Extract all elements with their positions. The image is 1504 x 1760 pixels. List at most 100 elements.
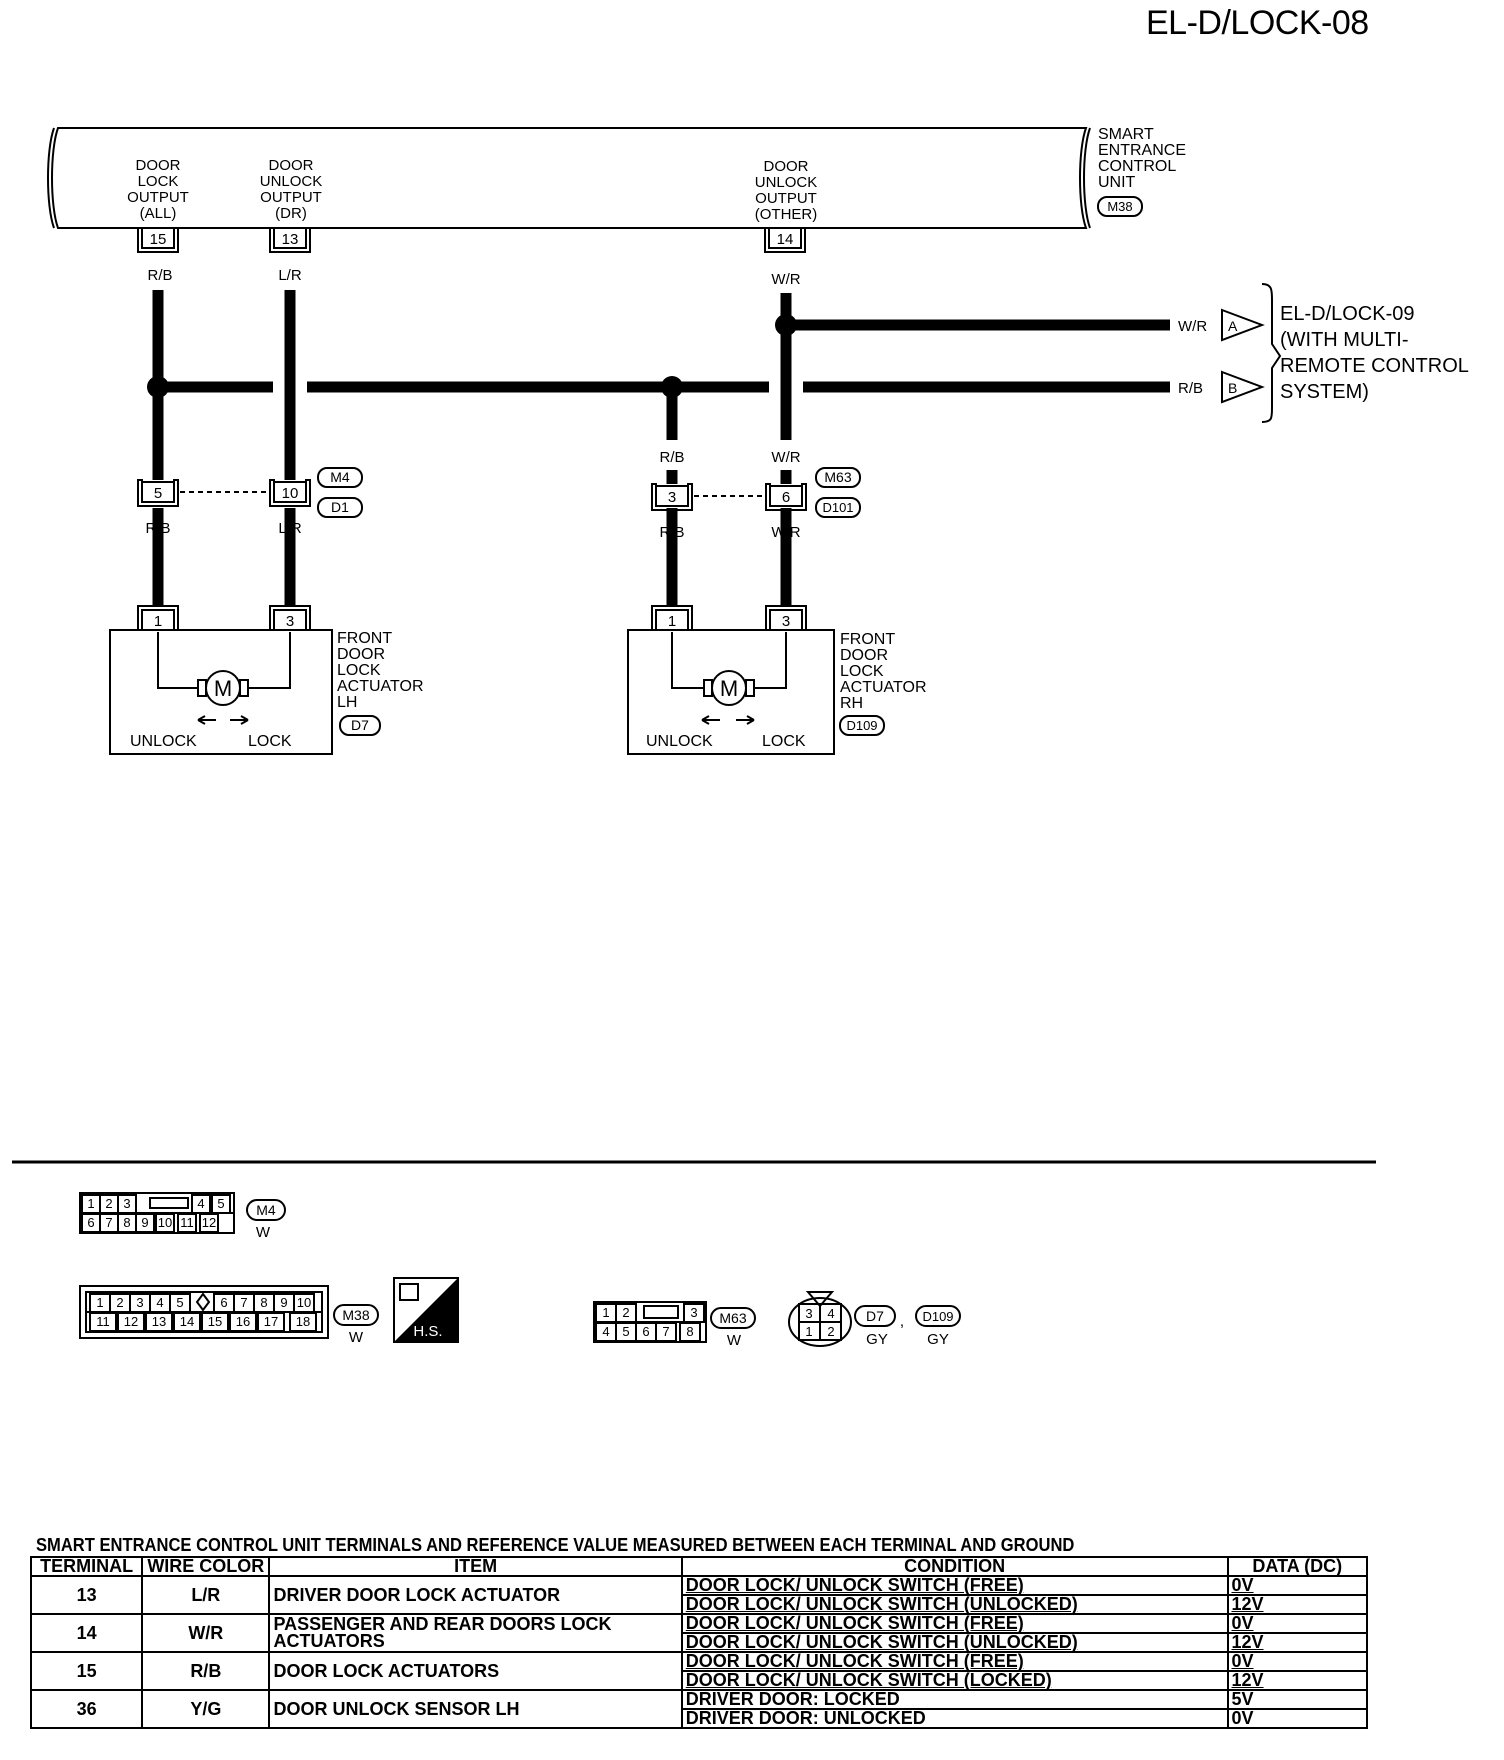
d109-color: GY [927,1331,949,1348]
m4-row1-pin-label: 4 [197,1196,204,1211]
crossref-wire-b: R/B [1178,380,1203,397]
page-title: EL-D/LOCK-08 [1146,4,1369,42]
m4-row2-pin-label: 6 [87,1215,94,1230]
left-joint-pin-b: 10 [282,485,299,502]
out13-label-4: (DR) [275,205,307,222]
m38-row1-pin-label: 4 [156,1295,163,1310]
m4-row1-pin-label: 2 [105,1196,112,1211]
cell-data: 0V [1226,1708,1368,1729]
cell-wire: W/R [141,1613,271,1653]
rh-motor-icon: M [720,676,738,701]
m38-row2-cell [201,1312,229,1332]
hs-icon: H.S. [393,1277,459,1343]
cell-item: DOOR UNLOCK SENSOR LH [268,1689,683,1729]
crossref-arrows: W/R A R/B B EL-D/LOCK-09 (WITH MULTI- RE… [1178,283,1469,423]
m38-row2-pin-label: 17 [264,1314,278,1329]
m63-id: M63 [719,1310,746,1326]
table-row: DOOR LOCK/ UNLOCK SWITCH (UNLOCKED) 12V [31,1632,1368,1653]
m38-color: W [349,1329,364,1346]
m4-row2-pin-label: 12 [202,1215,216,1230]
m38-row2-cell [89,1312,117,1332]
m38-row1-pin-label: 1 [96,1295,103,1310]
right-joint-wire-a-bottom: R/B [659,524,684,541]
cell-data: 0V [1226,1575,1368,1596]
m38-row1-pin-label: 7 [240,1295,247,1310]
cell-item: PASSENGER AND REAR DOORS LOCK ACTUATORS [268,1613,683,1653]
lh-connector-id: D7 [351,717,369,733]
d7-id: D7 [866,1308,884,1324]
out14-label-1: DOOR [764,158,809,175]
cell-data: 5V [1226,1689,1368,1710]
m38-row2-cell [257,1312,285,1332]
m38-row2-cell [173,1312,201,1332]
table-row: 36 Y/G DOOR UNLOCK SENSOR LH DRIVER DOOR… [29,1689,1368,1729]
m38-row2-cell [229,1312,257,1332]
header-item: ITEM [268,1556,683,1577]
d7-separator: , [900,1313,904,1330]
m38-row2-pin-label: 15 [208,1314,222,1329]
d109-id: D109 [922,1309,953,1324]
m4-row2-cell [177,1213,197,1233]
unit-name-3: CONTROL [1098,158,1176,175]
m38-id: M38 [342,1307,369,1323]
out13-label-1: DOOR [269,157,314,174]
m63-row2-cell [655,1322,677,1342]
m38-row1-pin-label: 9 [280,1295,287,1310]
table-row: 14 W/R PASSENGER AND REAR DOORS LOCK ACT… [29,1613,1368,1653]
left-joint-conn-1: M4 [330,469,350,485]
connector-view-d7: 3 4 1 2 D7 , D109 GY GY [788,1291,961,1348]
m63-row1-pin-label: 1 [602,1305,609,1320]
m63-row1-pin-label: 2 [622,1305,629,1320]
d7-pin-3: 3 [805,1306,812,1321]
crossref-tag-b: B [1228,380,1237,396]
right-joint-conn-1: M63 [824,469,851,485]
m38-row2-pin-label: 14 [180,1314,194,1329]
lh-name-3: LOCK [337,662,381,679]
table-header-row: TERMINAL WIRE COLOR ITEM CONDITION DATA … [29,1556,1368,1577]
rh-pin-3: 3 [782,613,790,630]
m63-color: W [727,1332,742,1349]
m4-id: M4 [256,1202,276,1218]
wire-label-13: L/R [278,267,302,284]
cell-wire: L/R [141,1575,271,1615]
cell-item: DRIVER DOOR LOCK ACTUATOR [268,1575,683,1615]
m4-row2-pin-label: 8 [123,1215,130,1230]
hs-label: H.S. [413,1323,442,1340]
left-joint-connector: 5 10 M4 D1 R/B L/R [137,467,363,537]
cell-terminal: 14 [29,1613,144,1653]
m63-row2-pin-label: 5 [622,1324,629,1339]
m38-row2-pin-label: 13 [152,1314,166,1329]
terminal-reference-table: TERMINAL WIRE COLOR ITEM CONDITION DATA … [29,1556,1368,1729]
m4-row2-pin-label: 9 [141,1215,148,1230]
wire-label-14: W/R [771,271,800,288]
out15-label-2: LOCK [138,173,179,190]
table-row: 13 L/R DRIVER DOOR LOCK ACTUATOR DOOR LO… [29,1575,1368,1615]
crossref-tag-a: A [1228,318,1238,334]
terminal-15: 15 [150,231,167,248]
lh-pin-3: 3 [286,613,294,630]
cell-condition: DRIVER DOOR: UNLOCKED [680,1708,1229,1729]
m38-row2-pin-label: 16 [236,1314,250,1329]
cell-data: 12V [1226,1594,1368,1615]
out15-label-4: (ALL) [140,205,177,222]
cell-wire: R/B [141,1651,271,1691]
cell-condition: DOOR LOCK/ UNLOCK SWITCH (LOCKED) [680,1670,1229,1691]
crossref-wire-a: W/R [1178,318,1207,335]
cell-condition: DOOR LOCK/ UNLOCK SWITCH (FREE) [680,1613,1229,1634]
m63-row1-pin-label: 3 [690,1305,697,1320]
m38-row2-cell [289,1312,317,1332]
cell-data: 12V [1226,1632,1368,1653]
right-joint-pin-a: 3 [668,489,676,506]
lh-name-5: LH [337,694,357,711]
m63-row2-pin-label: 6 [642,1324,649,1339]
wires [147,290,1170,605]
cell-condition: DOOR LOCK/ UNLOCK SWITCH (UNLOCKED) [680,1594,1229,1615]
m63-row2-pin-label: 4 [602,1324,609,1339]
out13-label-2: UNLOCK [260,173,323,190]
m4-row1-pin-label: 5 [217,1196,224,1211]
m38-row1-pin-label: 5 [176,1295,183,1310]
cell-item: DOOR LOCK ACTUATORS [268,1651,683,1691]
m38-row2-pin-label: 12 [124,1314,138,1329]
wire-label-15: R/B [147,267,172,284]
m4-row1-pin-label: 3 [123,1196,130,1211]
